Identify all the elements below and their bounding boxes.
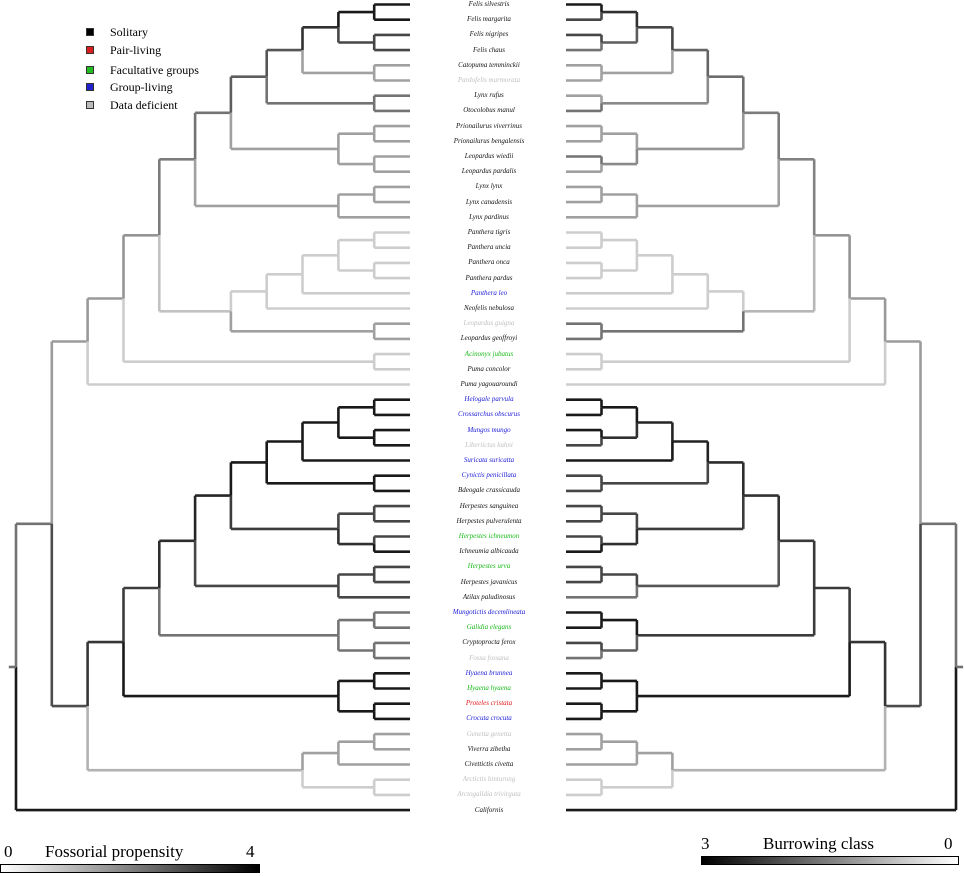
burrowing-gradient-bar (701, 856, 959, 865)
species-label: Suricata suricatta (463, 456, 515, 464)
species-label: Felis margarita (467, 15, 511, 24)
legend-swatch-pair-living (86, 46, 94, 54)
burrowing-scale-min: 3 (701, 834, 710, 853)
species-label: Lynx lynx (475, 182, 503, 191)
species-label: Atilax paludinosus (462, 592, 516, 601)
burrowing-scale-max: 0 (944, 834, 953, 853)
species-label: Leopardus guigna (463, 319, 515, 328)
species-label: Leopardus geoffroyi (460, 334, 518, 343)
species-label: Civettictis civetta (464, 760, 514, 768)
legend-item-data-deficient: Data deficient (86, 97, 178, 113)
species-label: Herpestes javanicus (460, 577, 518, 586)
fossorial-scale-title: Fossorial propensity (45, 842, 184, 861)
species-label: Californis (474, 805, 504, 814)
species-label: Lynx canadensis (465, 197, 513, 206)
species-label: Fossa fossana (469, 653, 509, 662)
species-label: Cynictis penicillata (461, 471, 517, 480)
species-label: Liberiictus kuhni (465, 440, 513, 449)
species-label: Mungos mungo (467, 425, 511, 434)
legend-label-solitary: Solitary (110, 24, 148, 39)
species-label: Felis chaus (472, 45, 506, 54)
species-label: Crossarchus obscurus (458, 410, 520, 419)
species-label: Arctictis binturong (462, 775, 516, 784)
legend-label-data-deficient: Data deficient (110, 97, 178, 112)
species-label: Herpestes sanguinea (459, 501, 519, 510)
legend-swatch-facultative-groups (86, 66, 94, 74)
species-label: Crocuta crocuta (466, 714, 512, 723)
species-label: Viverra zibetha (467, 744, 511, 753)
species-label: Panthera tigris (467, 228, 511, 236)
legend-swatch-solitary (86, 28, 94, 36)
legend-label-group-living: Group-living (110, 79, 173, 94)
species-label: Herpestes pulverulenta (456, 516, 522, 525)
species-label: Neofelis nebulosa (464, 304, 514, 312)
legend-item-solitary: Solitary (86, 24, 148, 40)
species-label: Acinonyx jubatus (464, 349, 514, 358)
burrowing-scale-title: Burrowing class (763, 834, 874, 853)
fossorial-scale-min: 0 (4, 842, 13, 861)
species-label: Puma yagouaroundi (460, 380, 518, 388)
legend-label-pair-living: Pair-living (110, 42, 162, 57)
species-label: Lynx pardinus (469, 212, 509, 221)
species-label: Catopuma temminckii (458, 60, 520, 69)
species-label: Leopardus wiedii (464, 152, 514, 160)
legend-swatch-group-living (86, 83, 94, 91)
right-tree-burrowing (566, 3, 964, 812)
species-label: Panthera leo (470, 288, 508, 297)
species-label: Lynx rufus (474, 91, 504, 100)
species-label: Panthera uncia (467, 243, 511, 252)
species-label: Prionailurus viverrinus (456, 121, 522, 130)
species-label: Cryptoprocta ferox (462, 638, 516, 647)
species-label: Puma concolor (467, 364, 511, 373)
legend-item-facultative-groups: Facultative groups (86, 62, 199, 78)
fossorial-gradient-bar (0, 864, 260, 873)
species-label: Prionailurus bengalensis (453, 136, 525, 145)
species-label: Genetta genetta (466, 729, 512, 738)
species-label: Panthera pardus (465, 273, 513, 282)
legend-item-pair-living: Pair-living (86, 42, 161, 58)
species-label: Leopardus pardalis (461, 167, 517, 176)
species-label: Proteles cristata (465, 699, 513, 708)
species-label: Felis silvestris (468, 0, 510, 8)
sociality-legend: Solitary Pair-living Facultative groups … (86, 0, 286, 120)
species-label: Otocolobus manul (463, 106, 515, 115)
species-label: Hyaena brunnea (465, 668, 513, 677)
species-label: Galidia elegans (466, 623, 512, 632)
species-label: Helogale parvula (464, 395, 514, 404)
species-label: Felis nigripes (469, 30, 509, 39)
species-label: Panthera onca (468, 258, 510, 267)
species-label: Arctogalidia trivirgata (457, 790, 521, 799)
species-label: Herpestes urva (467, 562, 511, 571)
species-label: Ichneumia albicauda (459, 547, 519, 556)
species-label: Pardofelis marmorata (457, 76, 521, 84)
legend-item-group-living: Group-living (86, 79, 173, 95)
species-label: Mungotictis decemlineata (452, 608, 526, 616)
legend-label-facultative-groups: Facultative groups (110, 62, 199, 77)
species-label: Hyaena hyaena (467, 684, 511, 692)
species-label: Bdeogale crassicauda (457, 486, 520, 495)
fossorial-scale-max: 4 (246, 842, 255, 861)
left-tree-fossorial (8, 3, 410, 812)
species-label: Herpestes ichneumon (458, 532, 520, 540)
legend-swatch-data-deficient (86, 101, 94, 109)
